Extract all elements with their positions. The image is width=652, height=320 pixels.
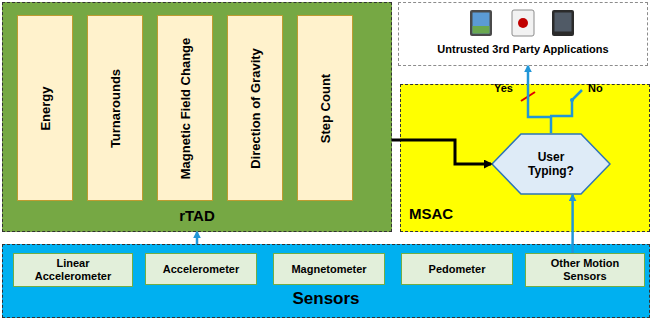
node-label: Magnetometer (288, 263, 369, 276)
sensor-box: Accelerometer (145, 253, 257, 285)
node-label: Turnarounds (108, 33, 123, 183)
group-label: rTAD (3, 207, 391, 224)
feature-box: Step Count (297, 15, 353, 201)
data-arrow (196, 232, 199, 244)
data-arrow (571, 195, 574, 253)
rtad-group: rTAD Energy Turnarounds Magnetic Field Chan… (2, 2, 392, 232)
switch-label-holder: No (588, 82, 603, 94)
decision-hexagon: User Typing? (491, 133, 611, 195)
sensors-group: Sensors Linear Accelerometer Accelerometer… (2, 244, 650, 318)
tablet-icon (470, 10, 492, 36)
decision-arrow (392, 140, 491, 164)
feature-box: Energy (17, 15, 73, 201)
sensor-box: Pedometer (401, 253, 513, 285)
tablet-screen (473, 13, 490, 34)
output-arrow (528, 66, 551, 133)
device-button (518, 18, 528, 28)
feature-box: Magnetic Field Change (157, 15, 213, 201)
sensor-box: Other Motion Sensors (525, 253, 645, 287)
group-label: Sensors (3, 289, 649, 309)
node-label: Other Motion Sensors (526, 257, 644, 283)
phone-screen (555, 13, 572, 32)
node-label: Pedometer (426, 263, 489, 276)
no-branch-line (550, 90, 582, 116)
hexagon-shape (492, 134, 610, 194)
feature-box: Direction of Gravity (227, 15, 283, 201)
switch-label: No (588, 82, 603, 94)
switch-contact (570, 98, 574, 102)
group-label: MSAC (401, 205, 649, 222)
device-icon (512, 10, 534, 36)
group-label: Untrusted 3rd Party Applications (399, 43, 647, 55)
node-label: Magnetic Field Change (178, 33, 193, 183)
node-label: Direction of Gravity (248, 33, 263, 183)
feature-box: Turnarounds (87, 15, 143, 201)
node-label: Linear Accelerometer (14, 257, 132, 283)
phone-icon (552, 10, 574, 36)
node-label: Accelerometer (160, 263, 242, 276)
sensor-box: Linear Accelerometer (13, 253, 133, 287)
switch-label: Yes (494, 82, 513, 94)
msac-group: MSAC User Typing? (400, 84, 650, 232)
switch (521, 90, 582, 116)
node-label: Energy (38, 33, 53, 183)
tablet-screen-ground (473, 26, 490, 34)
node-label: User Typing? (516, 150, 586, 178)
sensor-box: Magnetometer (273, 253, 385, 285)
app-icons (470, 10, 574, 36)
switch-label-holder: Yes (494, 82, 513, 94)
node-label: Step Count (318, 33, 333, 183)
